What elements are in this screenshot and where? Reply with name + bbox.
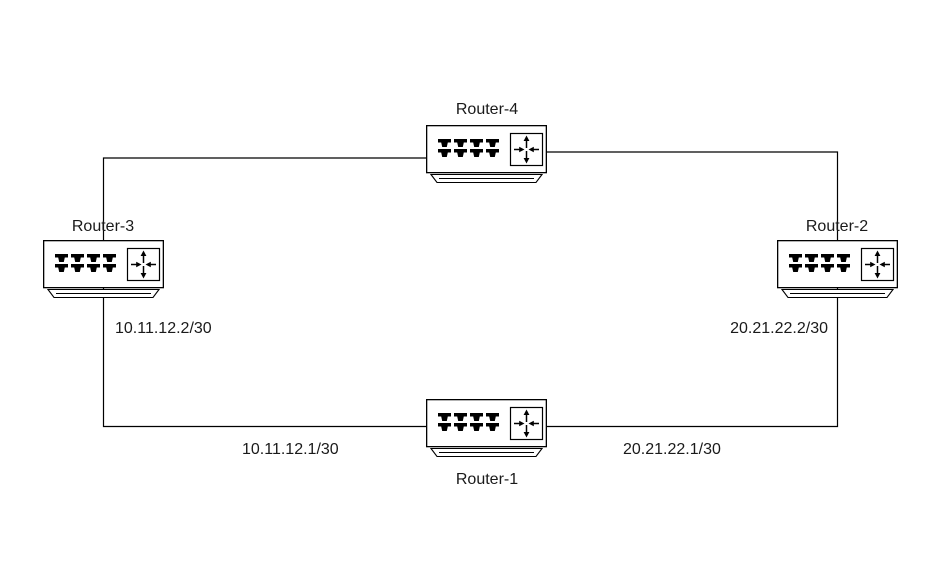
router-icon-router-1 <box>426 399 547 458</box>
node-label-router-4: Router-4 <box>455 101 519 118</box>
ip-label-router3-interface: 10.11.12.2/30 <box>115 320 212 337</box>
router-icon-router-4 <box>426 125 547 184</box>
node-label-router-2: Router-2 <box>805 218 869 235</box>
ip-label-router1-left-interface: 10.11.12.1/30 <box>242 441 339 458</box>
node-label-router-3: Router-3 <box>71 218 135 235</box>
router-icon-router-2 <box>777 240 898 299</box>
ip-label-router2-interface: 20.21.22.2/30 <box>730 320 828 337</box>
ip-label-router1-right-interface: 20.21.22.1/30 <box>623 441 721 458</box>
router-icon-router-3 <box>43 240 164 299</box>
node-label-router-1: Router-1 <box>455 471 519 488</box>
